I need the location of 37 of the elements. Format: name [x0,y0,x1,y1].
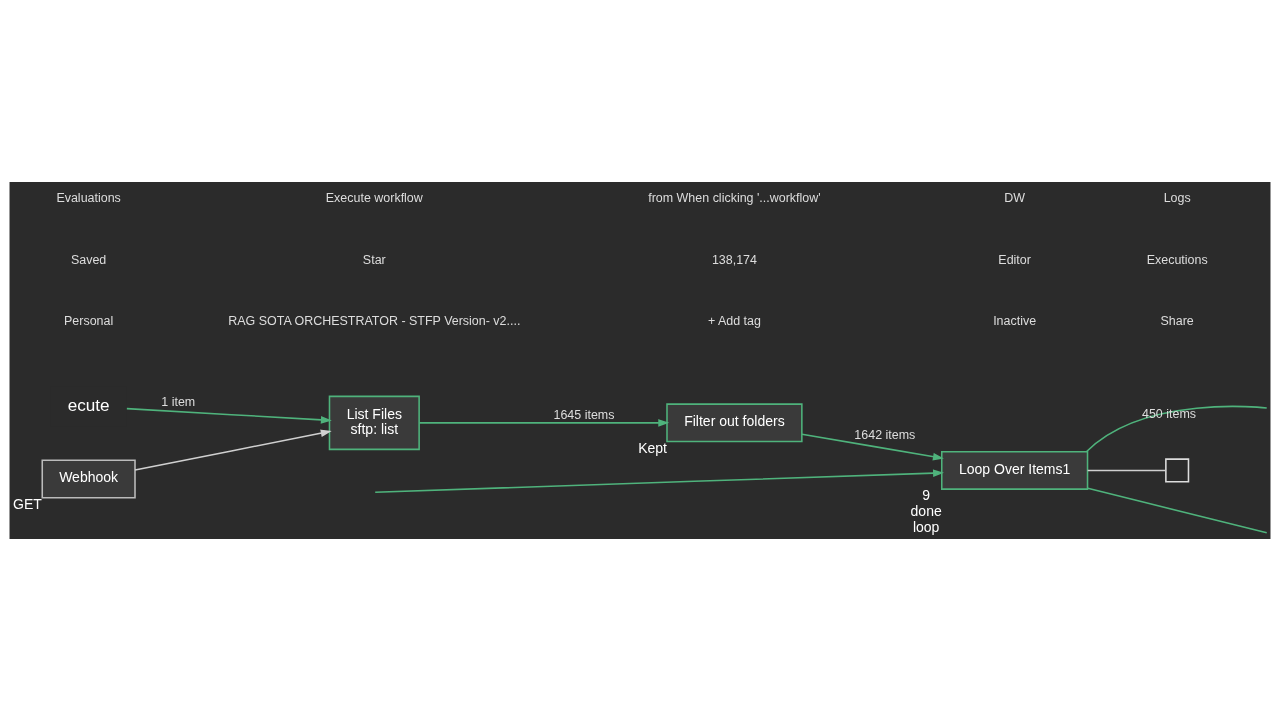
connector [1086,469,1167,471]
label: Editor [998,252,1031,267]
node-text: ecute [67,394,110,415]
node-box: List Files sftp: list [328,395,420,450]
label: Personal [64,313,114,328]
edge-label: 1645 items [553,407,615,422]
label: Inactive [993,313,1037,328]
label: Evaluations [56,190,121,205]
node-label: done [910,502,942,519]
label: + Add tag [707,313,761,328]
arrow [134,429,332,471]
node-box [1165,457,1190,482]
label: Execute workflow [325,190,423,205]
node-box: Webhook [41,459,136,498]
node-label: loop [912,518,940,535]
label: Star [362,252,386,267]
node-label: 9 [922,486,931,503]
node-label: GET [13,495,42,512]
node-box: Loop Over Items1 [941,450,1089,490]
edge-label: 1642 items [854,427,916,442]
connector [1085,405,1268,452]
arrow [801,432,944,460]
label: 138,174 [711,252,757,267]
arrow [374,468,944,493]
label: Saved [70,252,107,267]
node-box: Filter out folders [666,402,803,442]
label: DW [1004,190,1026,205]
edge-label: 1 item [161,394,196,409]
connector [1087,487,1268,534]
arrow [418,418,670,427]
arrow [126,407,332,424]
label: Share [1160,313,1194,328]
label: Executions [1146,252,1208,267]
node-label: Kept [638,439,667,456]
label: RAG SOTA ORCHESTRATOR - STFP Version- v2.... [228,313,521,328]
label: Logs [1163,190,1191,205]
label: from When clicking '...workflow' [648,190,821,205]
